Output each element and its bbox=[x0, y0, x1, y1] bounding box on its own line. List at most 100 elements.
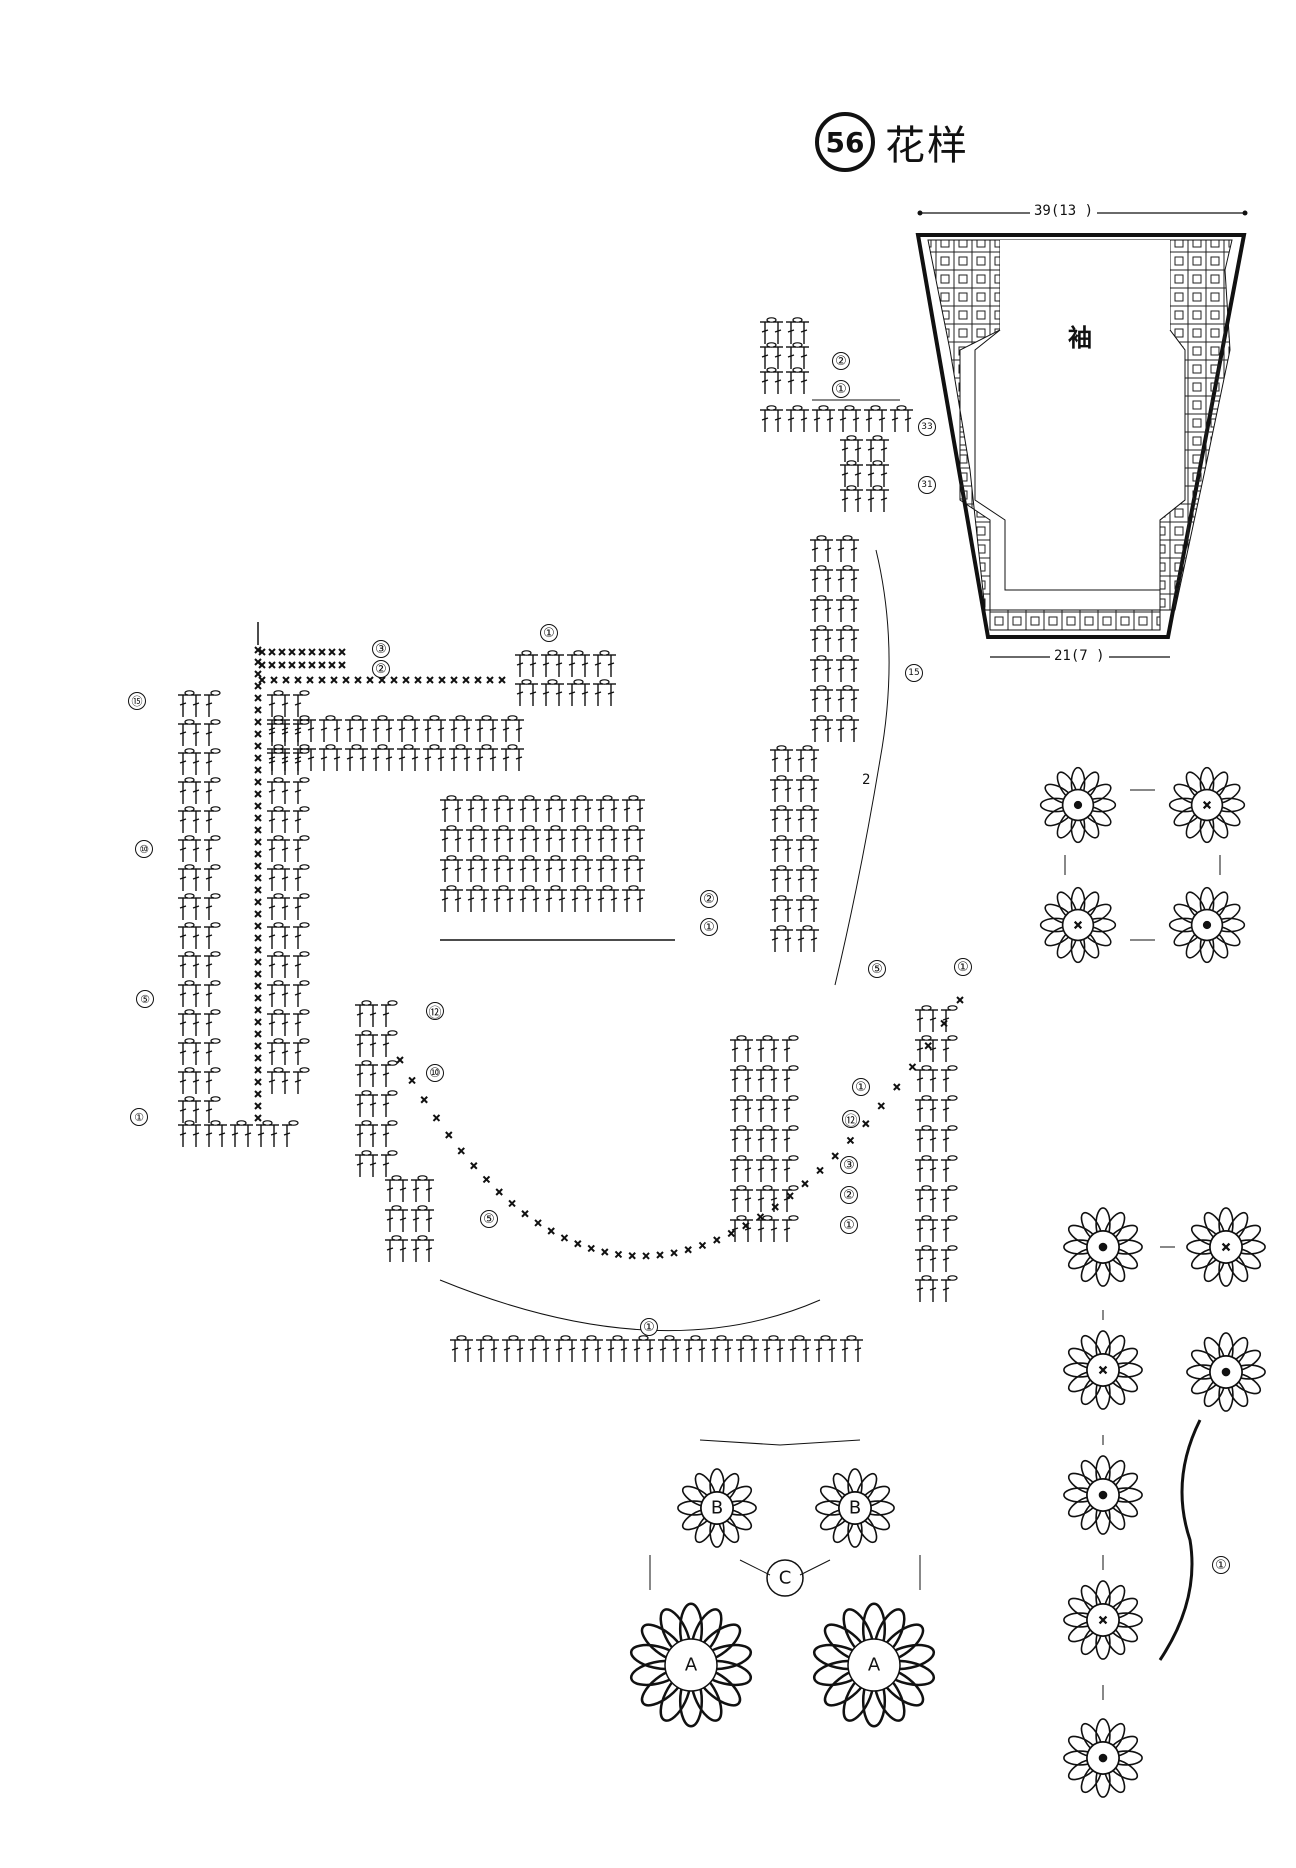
stitch-icon bbox=[914, 1249, 926, 1273]
stitch-icon bbox=[331, 748, 343, 772]
chain-icon bbox=[792, 367, 803, 373]
stitch-icon bbox=[409, 748, 421, 772]
chain-icon bbox=[273, 806, 284, 812]
sc-stitch-icon bbox=[366, 676, 374, 684]
stitch-icon bbox=[396, 719, 408, 743]
chain-icon bbox=[210, 951, 221, 957]
sc-stitch-icon bbox=[908, 1063, 917, 1071]
stitch-icon bbox=[279, 984, 291, 1008]
stitch-icon bbox=[190, 810, 202, 834]
row-marker: ① bbox=[1212, 1556, 1230, 1574]
stitch-icon bbox=[781, 1099, 793, 1123]
stitch-icon bbox=[809, 539, 821, 563]
stitch-icon bbox=[540, 683, 552, 707]
stitch-icon bbox=[478, 889, 490, 913]
motif-center bbox=[1073, 800, 1083, 810]
stitch-icon bbox=[595, 799, 607, 823]
stitch-icon bbox=[410, 1179, 422, 1203]
chain-icon bbox=[472, 885, 483, 891]
chain-icon bbox=[184, 1067, 195, 1073]
chain-icon bbox=[456, 1335, 467, 1341]
chain-icon bbox=[794, 1335, 805, 1341]
stitch-icon bbox=[863, 409, 875, 433]
chain-icon bbox=[351, 744, 362, 750]
chain-icon bbox=[236, 1120, 247, 1126]
sc-stitch-icon bbox=[278, 648, 286, 656]
sc-stitch-icon bbox=[254, 682, 262, 690]
stitch-icon bbox=[357, 719, 369, 743]
stitch-icon bbox=[759, 371, 771, 395]
chain-icon bbox=[299, 690, 310, 696]
stitch-icon bbox=[203, 897, 215, 921]
flower-motif-icon bbox=[1039, 766, 1117, 844]
stitch-icon bbox=[927, 1249, 939, 1273]
stitch-icon bbox=[811, 409, 823, 433]
sc-stitch-icon bbox=[254, 1018, 262, 1026]
chain-icon bbox=[842, 565, 853, 571]
chain-icon bbox=[455, 744, 466, 750]
chain-icon bbox=[788, 1185, 799, 1191]
chain-icon bbox=[842, 715, 853, 721]
stitch-icon bbox=[769, 929, 781, 953]
stitch-icon bbox=[344, 748, 356, 772]
stitch-icon bbox=[203, 984, 215, 1008]
sc-stitch-icon bbox=[254, 790, 262, 798]
chain-icon bbox=[273, 893, 284, 899]
stitch-icon bbox=[742, 1159, 754, 1183]
chain-icon bbox=[802, 865, 813, 871]
chain-icon bbox=[586, 1335, 597, 1341]
stitch-icon bbox=[579, 1339, 591, 1363]
stitch-icon bbox=[808, 749, 820, 773]
chain-icon bbox=[776, 865, 787, 871]
sc-stitch-icon bbox=[547, 1227, 555, 1235]
stitch-icon bbox=[190, 839, 202, 863]
stitch-icon bbox=[769, 839, 781, 863]
sc-stitch-icon bbox=[254, 826, 262, 834]
flower-motif-icon bbox=[1186, 1207, 1266, 1287]
chain-icon bbox=[361, 1150, 372, 1156]
stitch-icon bbox=[781, 1219, 793, 1243]
stitch-icon bbox=[279, 694, 291, 718]
stitch-icon bbox=[808, 899, 820, 923]
chain-icon bbox=[947, 1035, 958, 1041]
stitch-icon bbox=[848, 659, 860, 683]
row-marker: ① bbox=[130, 1108, 148, 1126]
chain-icon bbox=[507, 715, 518, 721]
stitch-icon bbox=[367, 1154, 379, 1178]
stitch-icon bbox=[848, 569, 860, 593]
stitch-icon bbox=[785, 371, 797, 395]
chain-icon bbox=[210, 777, 221, 783]
middle-stitch-block bbox=[439, 795, 675, 941]
chain-icon bbox=[846, 460, 857, 466]
stitch-icon bbox=[634, 799, 646, 823]
row-marker: ⑫ bbox=[426, 1002, 444, 1021]
stitch-icon bbox=[279, 1071, 291, 1095]
stitch-icon bbox=[474, 748, 486, 772]
stitch-icon bbox=[530, 859, 542, 883]
stitch-icon bbox=[410, 1239, 422, 1263]
chain-icon bbox=[921, 1245, 932, 1251]
flower-motif-icon bbox=[1168, 886, 1246, 964]
sc-stitch-icon bbox=[254, 670, 262, 678]
stitch-icon bbox=[354, 1034, 366, 1058]
stitch-icon bbox=[769, 899, 781, 923]
chain-icon bbox=[184, 1038, 195, 1044]
sc-stitch-icon bbox=[338, 648, 346, 656]
chain-icon bbox=[736, 1215, 747, 1221]
motif-center bbox=[847, 1638, 901, 1692]
sc-stitch-icon bbox=[288, 661, 296, 669]
stitch-icon bbox=[795, 929, 807, 953]
motif-center bbox=[1221, 1367, 1231, 1377]
stitch-icon bbox=[769, 809, 781, 833]
chain-icon bbox=[788, 1095, 799, 1101]
stitch-icon bbox=[514, 654, 526, 678]
chain-icon bbox=[391, 1235, 402, 1241]
row-marker: ② bbox=[832, 352, 850, 370]
stitch-icon bbox=[384, 1209, 396, 1233]
sc-stitch-icon bbox=[318, 661, 326, 669]
stitch-icon bbox=[177, 839, 189, 863]
chain-icon bbox=[788, 1125, 799, 1131]
chain-icon bbox=[802, 835, 813, 841]
stitch-icon bbox=[203, 955, 215, 979]
stitch-icon bbox=[462, 1339, 474, 1363]
